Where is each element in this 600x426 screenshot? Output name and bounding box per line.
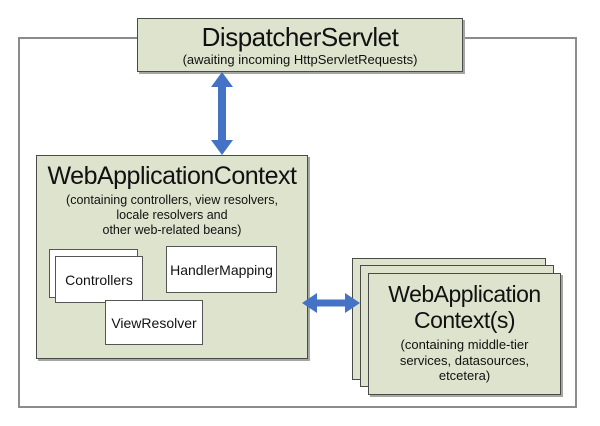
controllers-box: Controllers	[55, 256, 143, 303]
handler-mapping-box: HandlerMapping	[166, 246, 277, 293]
view-resolver-label: ViewResolver	[111, 314, 197, 331]
dispatcher-servlet-box: DispatcherServlet (awaiting incoming Htt…	[137, 18, 463, 72]
subtitle-line: (containing middle-tier	[400, 337, 529, 352]
subtitle-line: other web-related beans)	[102, 223, 242, 237]
view-resolver-box: ViewResolver	[105, 300, 203, 345]
web-application-contexts-box: WebApplication Context(s) (containing mi…	[368, 273, 561, 395]
handler-mapping-label: HandlerMapping	[170, 261, 273, 278]
horizontal-double-arrow-icon	[302, 293, 360, 313]
web-application-context-subtitle: (containing controllers, view resolvers,…	[37, 193, 307, 238]
subtitle-line: services, datasources,	[399, 352, 530, 368]
web-application-contexts-title: WebApplication Context(s)	[369, 281, 560, 333]
title-line: Context(s)	[413, 307, 516, 333]
dispatcher-servlet-title: DispatcherServlet	[201, 22, 399, 52]
subtitle-line: locale resolvers and	[116, 208, 228, 222]
subtitle-line: etcetera)	[438, 368, 491, 383]
controllers-label: Controllers	[65, 271, 133, 288]
title-line: WebApplication	[388, 281, 541, 307]
web-application-context-title: WebApplicationContext	[47, 162, 297, 190]
vertical-double-arrow-icon	[211, 72, 233, 155]
subtitle-line: (containing controllers, view resolvers,	[66, 193, 278, 207]
web-application-contexts-subtitle: (containing middle-tier services, dataso…	[369, 337, 560, 384]
dispatcher-servlet-subtitle: (awaiting incoming HttpServletRequests)	[182, 52, 418, 67]
